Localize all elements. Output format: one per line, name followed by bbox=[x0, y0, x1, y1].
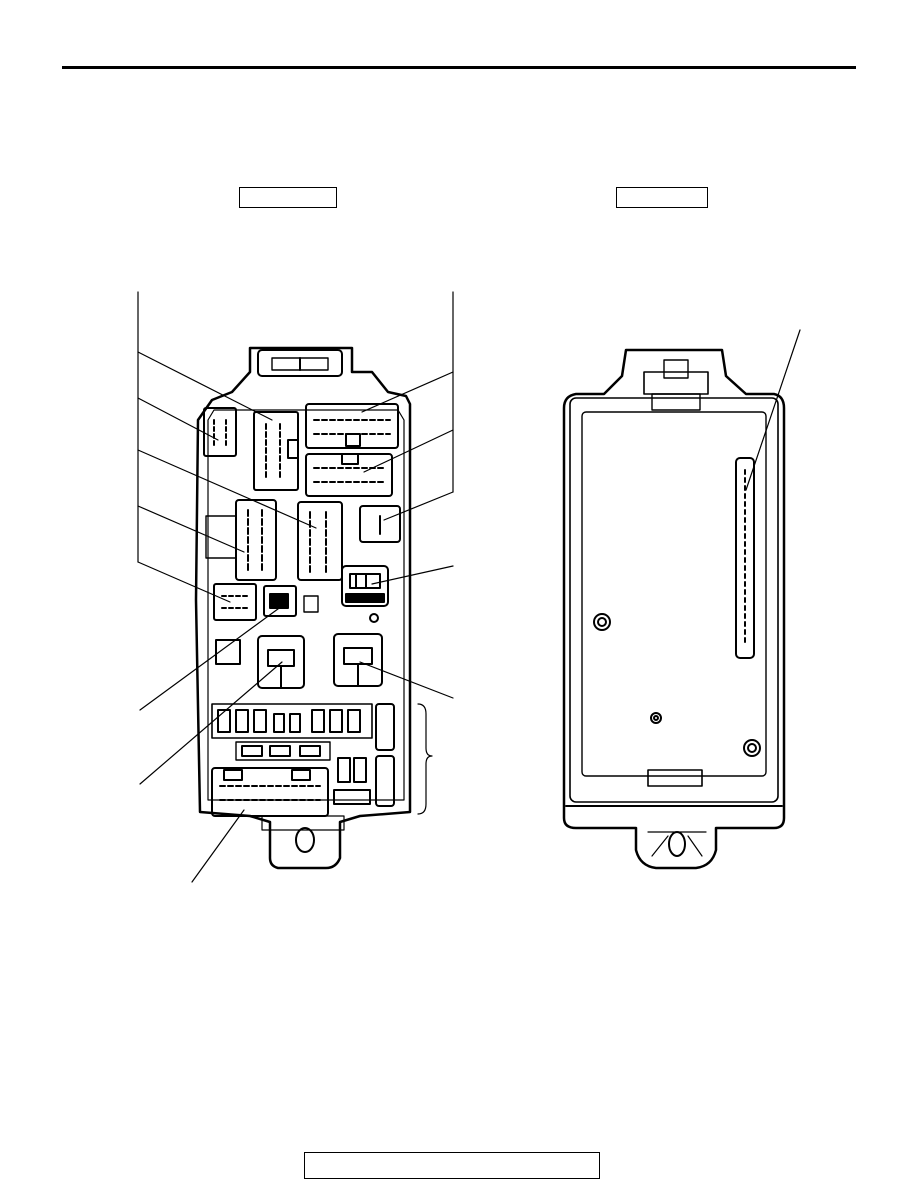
connector-large-left bbox=[235, 499, 277, 581]
front-housing-outline bbox=[194, 346, 412, 870]
back-hole-left bbox=[593, 613, 611, 631]
connector-relay-right bbox=[341, 565, 389, 607]
back-housing-outline bbox=[562, 348, 786, 870]
front-view-label-box bbox=[239, 187, 337, 208]
connector-mini-center bbox=[263, 585, 297, 617]
front-leader-lines bbox=[137, 351, 454, 883]
fuse-row-lower bbox=[235, 741, 331, 761]
connector-wide-top-right bbox=[305, 403, 399, 449]
back-connector-strip bbox=[735, 457, 755, 659]
front-view bbox=[137, 291, 454, 883]
top-tab bbox=[257, 349, 343, 377]
back-rim-outer bbox=[569, 397, 779, 803]
footer-label-box bbox=[304, 1152, 600, 1179]
connector-small-top-left bbox=[203, 407, 237, 457]
back-latch bbox=[643, 371, 709, 395]
mount-hole bbox=[295, 827, 315, 853]
back-leader-line bbox=[745, 329, 801, 491]
connector-tall-upper bbox=[253, 411, 299, 491]
back-hole-center bbox=[650, 712, 662, 724]
small-square bbox=[215, 639, 241, 665]
connector-small-right bbox=[359, 505, 401, 543]
back-hole-right bbox=[743, 739, 761, 757]
fuse-bracket bbox=[417, 703, 433, 815]
connector-wide-second bbox=[305, 453, 393, 497]
back-mount-hole bbox=[668, 831, 686, 857]
back-view bbox=[562, 329, 801, 870]
back-latch-bottom bbox=[647, 769, 703, 787]
back-view-label-box bbox=[616, 187, 708, 208]
header-rule bbox=[62, 66, 856, 69]
connector-bottom-wide bbox=[211, 767, 329, 817]
connector-small-lower-left bbox=[213, 583, 257, 621]
back-rim-inner bbox=[581, 411, 767, 777]
connector-center-tall bbox=[297, 501, 343, 581]
fuse-row-upper bbox=[211, 703, 373, 739]
